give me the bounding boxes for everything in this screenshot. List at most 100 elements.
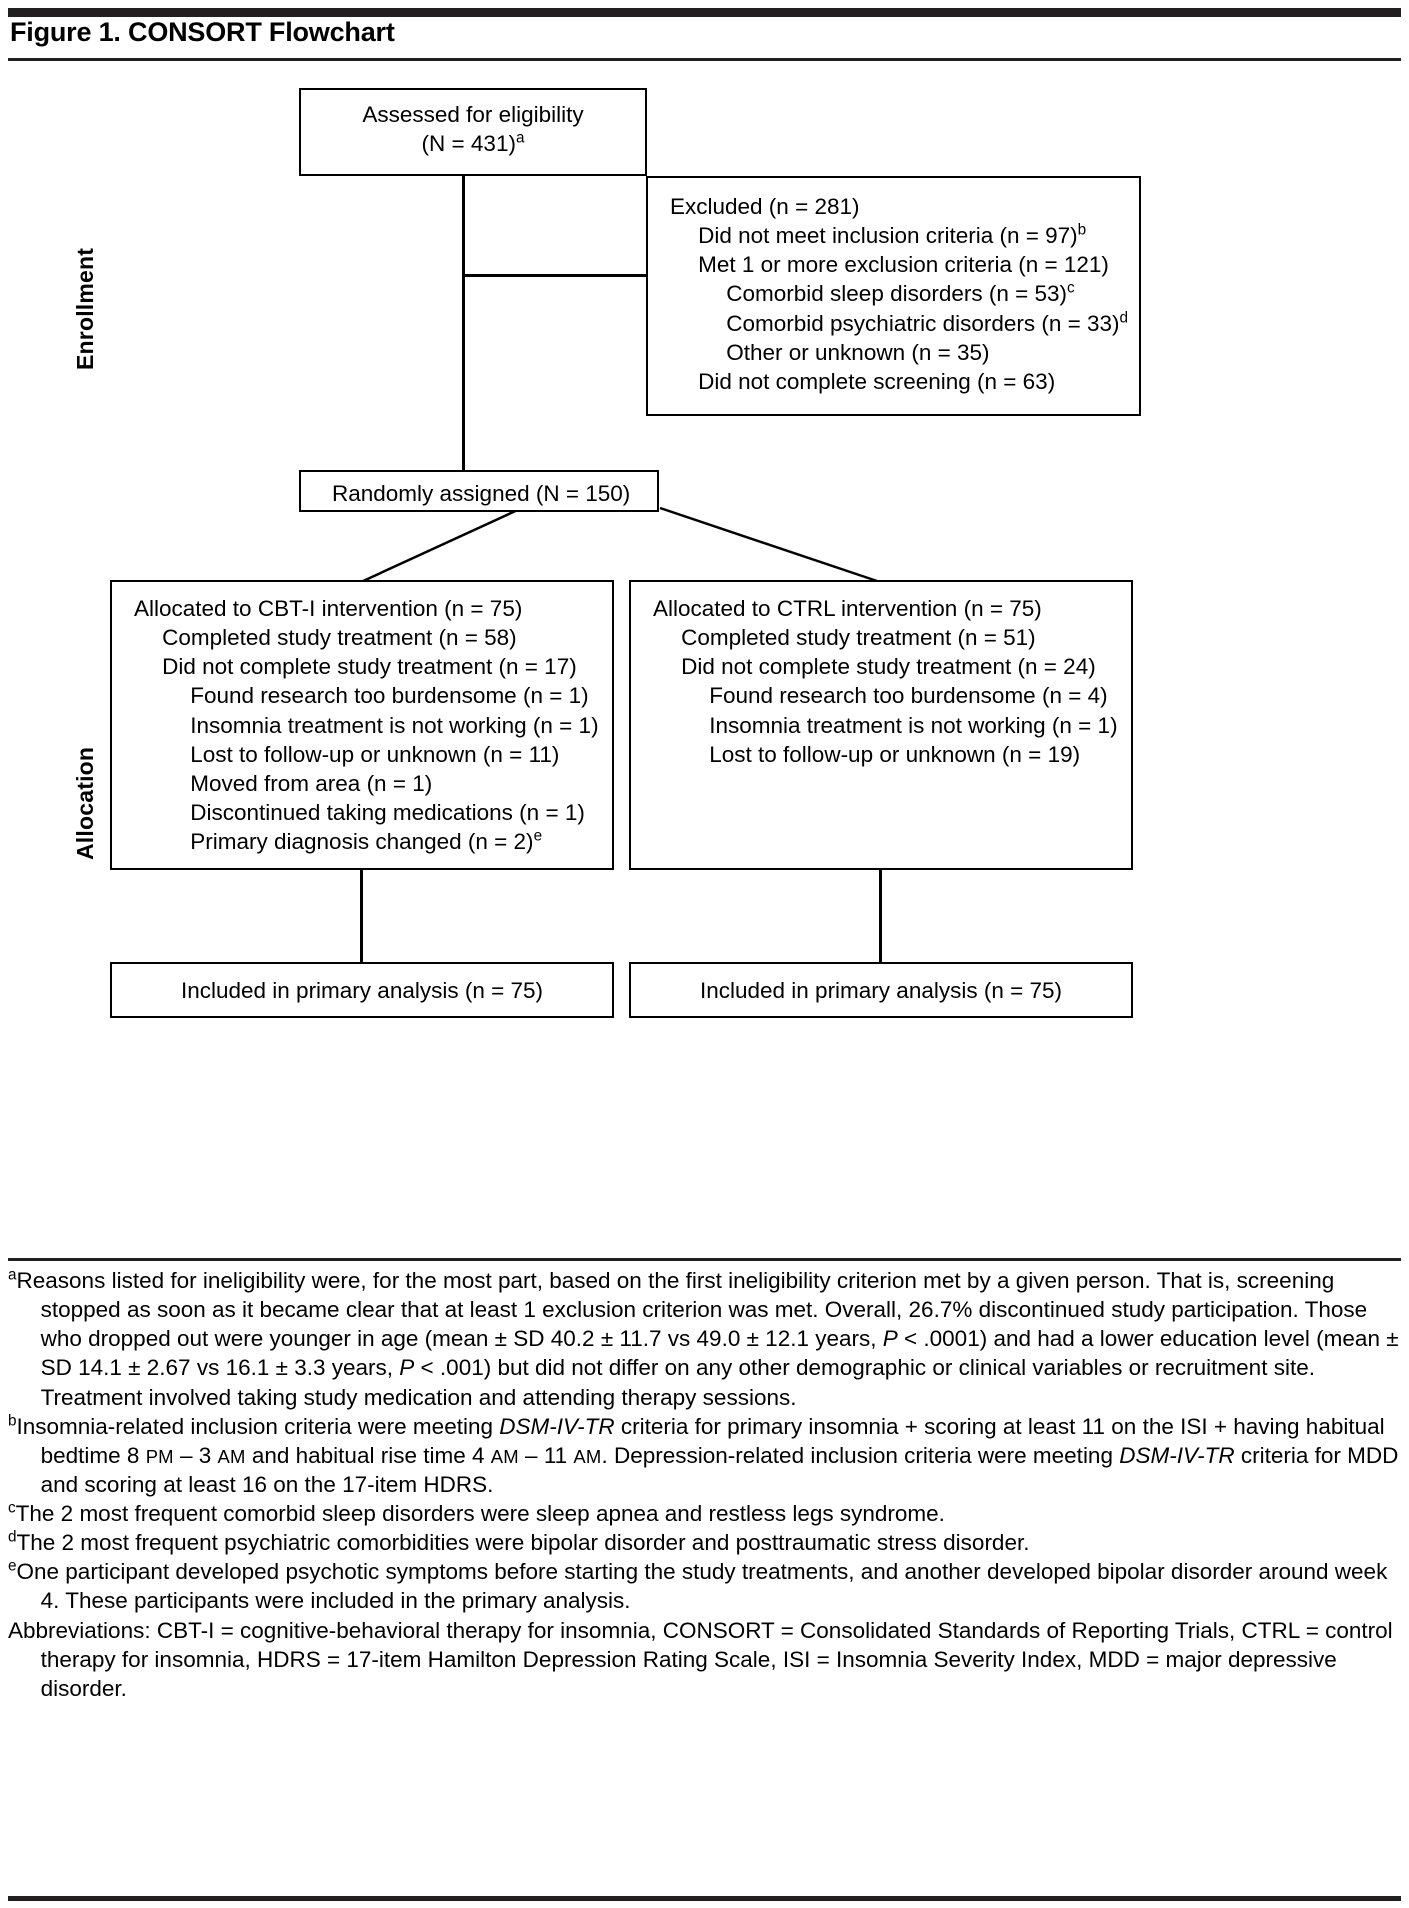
box-line: Primary diagnosis changed (n = 2)e: [134, 827, 612, 856]
footnote-segment: – 11: [518, 1442, 574, 1468]
box-line: Discontinued taking medications (n = 1): [134, 798, 612, 827]
footnote-marker-c: c: [1067, 279, 1075, 297]
box-line: Comorbid sleep disorders (n = 53)c: [670, 279, 1139, 308]
box-line-text: Lost to follow-up or unknown (n = 11): [190, 741, 560, 767]
box-line-text: Other or unknown (n = 35): [726, 339, 990, 365]
title-underline-rule: [8, 58, 1401, 61]
box-line: Met 1 or more exclusion criteria (n = 12…: [670, 250, 1139, 279]
page-title: Figure 1. CONSORT Flowchart: [10, 17, 395, 47]
abbreviations-body: CBT-I = cognitive-behavioral therapy for…: [40, 1617, 1393, 1701]
box-line-text: Comorbid sleep disorders (n = 53): [726, 281, 1068, 307]
top-border-rule: [8, 8, 1401, 17]
box-line: Found research too burdensome (n = 1): [134, 681, 612, 710]
box-line-text: Lost to follow-up or unknown (n = 19): [709, 741, 1081, 767]
footnote-a-body: Reasons listed for ineligibility were, f…: [16, 1268, 1399, 1410]
box-line-text: Discontinued taking medications (n = 1): [190, 799, 585, 825]
footnote-e: eOne participant developed psychotic sym…: [8, 1557, 1401, 1615]
box-line: Moved from area (n = 1): [134, 769, 612, 798]
box-line: Lost to follow-up or unknown (n = 19): [653, 740, 1131, 769]
box-line-text: Did not meet inclusion criteria (n = 97): [698, 223, 1078, 249]
box-randomly-assigned: Randomly assigned (N = 150): [299, 470, 659, 512]
box-line-text: Comorbid psychiatric disorders (n = 33): [726, 310, 1120, 336]
box-line-text: Did not complete study treatment (n = 17…: [162, 654, 577, 680]
footnote-c-body: The 2 most frequent comorbid sleep disor…: [15, 1501, 945, 1526]
footnote-marker-d: d: [1119, 309, 1129, 326]
box-line-text: Primary diagnosis changed (n = 2): [190, 829, 534, 854]
connector-ctrl-to-analysis: [879, 870, 882, 962]
footnote-segment: – 3: [173, 1442, 218, 1468]
footnote-segment: criteria for primary insomnia + scoring …: [40, 1413, 1385, 1468]
box-line: Completed study treatment (n = 51): [653, 623, 1131, 652]
box-line-text: Moved from area (n = 1): [190, 770, 433, 796]
box-line: Did not complete study treatment (n = 17…: [134, 652, 612, 681]
footnote-marker-b-text: b: [8, 1412, 17, 1430]
box-line-text: Allocated to CTRL intervention (n = 75): [653, 596, 1042, 621]
footnote-marker-a: a: [515, 129, 525, 147]
footnote-segment: PM: [145, 1445, 174, 1467]
footnote-b: bInsomnia-related inclusion criteria wer…: [8, 1412, 1401, 1499]
connector-assessed-to-excluded: [462, 274, 648, 277]
box-line-text: Completed study treatment (n = 58): [162, 625, 517, 651]
p-value: P: [882, 1326, 898, 1352]
box-excluded: Excluded (n = 281) Did not meet inclusion…: [646, 176, 1141, 416]
box-allocated-cbti: Allocated to CBT-I intervention (n = 75)…: [110, 580, 614, 870]
box-line: Did not complete study treatment (n = 24…: [653, 652, 1131, 681]
box-line-text: Insomnia treatment is not working (n = 1…: [709, 712, 1118, 738]
footnote-marker-b: b: [1077, 221, 1087, 239]
abbreviations-label: Abbreviations:: [8, 1617, 151, 1643]
footnote-marker-e: e: [533, 827, 543, 845]
analysis-left-text: Included in primary analysis (n = 75): [180, 978, 544, 1003]
box-line-text: Did not complete study treatment (n = 24…: [681, 654, 1096, 680]
footnote-b-body: Insomnia-related inclusion criteria were…: [17, 1414, 1399, 1497]
footnote-a: aReasons listed for ineligibility were, …: [8, 1266, 1401, 1412]
footnote-segment: . Depression-related inclusion criteria …: [601, 1442, 1120, 1468]
randomized-text: Randomly assigned (N = 150): [332, 481, 631, 506]
box-line: Insomnia treatment is not working (n = 1…: [134, 711, 612, 740]
notes-separator-rule: [8, 1258, 1401, 1261]
box-line-text: Excluded (n = 281): [670, 194, 860, 219]
bottom-border-rule: [8, 1896, 1401, 1901]
footnote-marker-e-text: e: [8, 1557, 17, 1575]
connector-randomization-split: [360, 506, 881, 584]
box-line: Lost to follow-up or unknown (n = 11): [134, 740, 612, 769]
assessed-line-1: Assessed for eligibility: [362, 102, 584, 127]
footnote-segment: AM: [217, 1445, 246, 1467]
assessed-count: (N = 431): [421, 131, 516, 157]
box-primary-analysis-cbti: Included in primary analysis (n = 75): [110, 962, 614, 1018]
box-line-text: Allocated to CBT-I intervention (n = 75): [134, 596, 523, 621]
box-line: Did not complete screening (n = 63): [670, 367, 1139, 396]
analysis-right-text: Included in primary analysis (n = 75): [699, 978, 1063, 1003]
box-primary-analysis-ctrl: Included in primary analysis (n = 75): [629, 962, 1133, 1018]
assessed-line-2: (N = 431)a: [301, 129, 645, 158]
box-line: Excluded (n = 281): [670, 192, 1139, 221]
footnote-c: cThe 2 most frequent comorbid sleep diso…: [8, 1499, 1401, 1528]
connector-assessed-to-randomized: [462, 176, 465, 472]
box-line-text: Completed study treatment (n = 51): [681, 625, 1036, 651]
footnote-marker-a-text: a: [8, 1266, 17, 1284]
footnote-d-body: The 2 most frequent psychiatric comorbid…: [16, 1530, 1030, 1556]
connector-cbti-to-analysis: [360, 870, 363, 962]
box-allocated-ctrl: Allocated to CTRL intervention (n = 75) C…: [629, 580, 1133, 870]
figure-footnotes: aReasons listed for ineligibility were, …: [8, 1266, 1401, 1703]
footnote-segment: DSM-IV-TR: [499, 1413, 615, 1439]
footnote-d: dThe 2 most frequent psychiatric comorbi…: [8, 1528, 1401, 1557]
box-line: Completed study treatment (n = 58): [134, 623, 612, 652]
box-line-text: Met 1 or more exclusion criteria (n = 12…: [698, 252, 1109, 278]
footnote-segment: AM: [490, 1445, 519, 1467]
box-line-text: Insomnia treatment is not working (n = 1…: [190, 712, 599, 738]
footnote-segment: AM: [573, 1445, 602, 1467]
box-assessed-for-eligibility: Assessed for eligibility (N = 431)a: [299, 88, 647, 176]
footnote-marker-c-text: c: [8, 1499, 16, 1517]
box-line-text: Found research too burdensome (n = 4): [709, 683, 1108, 709]
footnote-marker-d-text: d: [8, 1528, 17, 1546]
footnote-segment: criteria for MDD and scoring at least 16…: [40, 1442, 1399, 1497]
box-line: Found research too burdensome (n = 4): [653, 681, 1131, 710]
stage-label-enrollment: Enrollment: [72, 247, 98, 370]
footnote-e-body: One participant developed psychotic symp…: [16, 1559, 1388, 1614]
box-line: Allocated to CTRL intervention (n = 75): [653, 594, 1131, 623]
box-line: Insomnia treatment is not working (n = 1…: [653, 711, 1131, 740]
footnote-segment: and habitual rise time 4: [245, 1442, 491, 1468]
box-line-text: Found research too burdensome (n = 1): [190, 683, 589, 709]
p-value: P: [399, 1355, 415, 1381]
stage-label-allocation: Allocation: [72, 746, 98, 860]
